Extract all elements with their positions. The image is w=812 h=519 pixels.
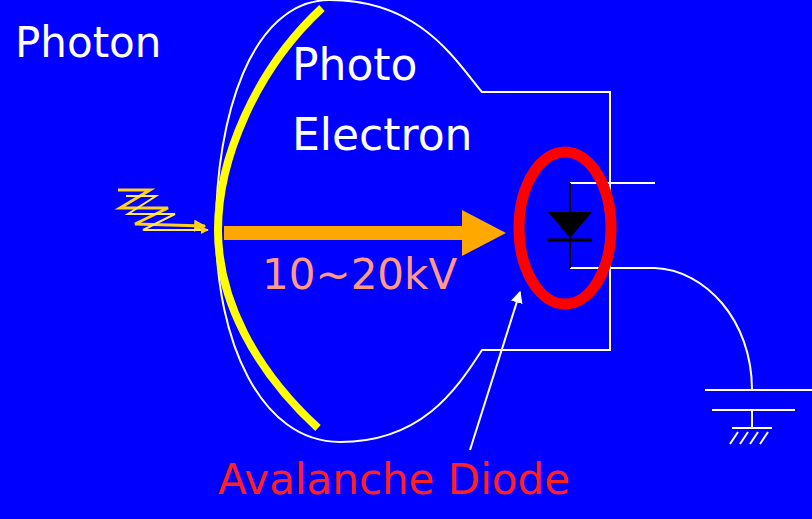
ground-hatch: [730, 432, 768, 444]
voltage-label: 10~20kV: [262, 250, 457, 300]
ground-hatch-stroke: [760, 432, 768, 444]
capacitor-plate: [705, 389, 812, 391]
diode-symbol: [548, 212, 592, 238]
ground-wire: [751, 410, 753, 428]
leader-line: [470, 292, 520, 450]
wire: [570, 182, 655, 184]
electron-arrow: [224, 226, 466, 240]
diode-bar: [548, 239, 592, 242]
ground-symbol: [732, 427, 772, 429]
ground-hatch-stroke: [730, 432, 738, 444]
ground-hatch-stroke: [740, 432, 748, 444]
photon-label: Photon: [15, 18, 161, 68]
capacitor-plate: [712, 409, 795, 411]
photon-symbol: [126, 196, 208, 230]
electron-arrowhead: [462, 210, 506, 256]
wire: [570, 267, 655, 269]
ground-hatch-stroke: [750, 432, 758, 444]
photoelectron-label: Photo Electron: [292, 30, 522, 171]
highlight-ring: [519, 152, 611, 304]
wire: [655, 268, 752, 390]
diode-label: Avalanche Diode: [218, 455, 570, 505]
tube-envelope: [216, 0, 610, 442]
